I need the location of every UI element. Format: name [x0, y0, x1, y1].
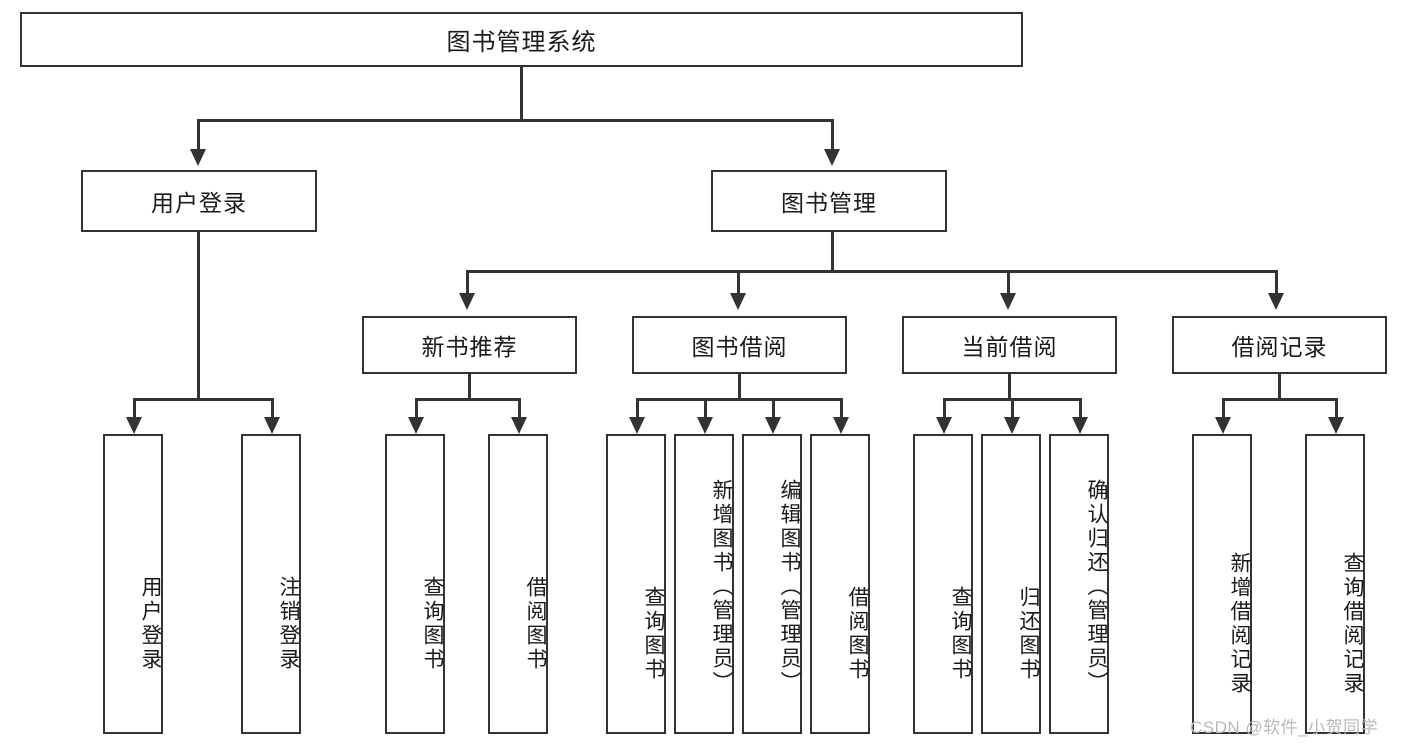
leaf-current-borrow-query-book[interactable]: 查询图书	[913, 434, 973, 734]
edge-book-borrow-bus	[636, 398, 842, 401]
arrow-user-login-to-leaf-1	[126, 417, 142, 434]
node-new-book-recommend[interactable]: 新书推荐	[362, 316, 577, 374]
arrow-new-book-to-leaf-2	[511, 417, 527, 434]
node-label: 注销登录	[277, 576, 300, 672]
arrow-bm-to-book-borrow	[730, 293, 746, 310]
edge-bm-to-book-borrow	[737, 270, 740, 296]
edge-bm-to-new-book	[466, 270, 469, 296]
node-book-management[interactable]: 图书管理	[711, 170, 947, 232]
edge-book-borrow-to-leaf-2	[704, 398, 707, 420]
leaf-user-login-logout[interactable]: 注销登录	[241, 434, 301, 734]
arrow-borrow-record-to-leaf-2	[1328, 417, 1344, 434]
node-label: 查询图书	[949, 586, 972, 682]
arrow-new-book-to-leaf-1	[408, 417, 424, 434]
arrow-root-to-user-login	[190, 149, 206, 166]
node-label: 确认归还（管理员）	[1085, 479, 1108, 695]
arrow-user-login-to-leaf-2	[264, 417, 280, 434]
node-book-borrow[interactable]: 图书借阅	[632, 316, 847, 374]
edge-current-borrow-to-leaf-2	[1011, 398, 1014, 420]
node-label: 编辑图书（管理员）	[778, 479, 801, 695]
edge-book-management-stem	[831, 232, 834, 272]
node-label: 借阅图书	[524, 576, 547, 672]
node-borrow-record[interactable]: 借阅记录	[1172, 316, 1387, 374]
leaf-book-borrow-borrow-book[interactable]: 借阅图书	[810, 434, 870, 734]
arrow-book-borrow-to-leaf-4	[833, 417, 849, 434]
leaf-book-borrow-query-book[interactable]: 查询图书	[606, 434, 666, 734]
edge-borrow-record-bus	[1222, 398, 1338, 401]
edge-user-login-stem	[197, 232, 200, 400]
edge-book-borrow-stem	[738, 374, 741, 400]
node-label: 新增图书（管理员）	[710, 479, 733, 695]
edge-root-bus	[197, 119, 834, 122]
node-label: 查询借阅记录	[1341, 552, 1364, 696]
edge-book-management-bus	[466, 270, 1278, 273]
arrow-book-borrow-to-leaf-2	[697, 417, 713, 434]
node-label: 归还图书	[1017, 586, 1040, 682]
node-label: 查询图书	[642, 586, 665, 682]
arrow-bm-to-borrow-record	[1268, 293, 1284, 310]
node-label: 图书管理系统	[446, 29, 597, 56]
edge-bm-to-current-borrow	[1007, 270, 1010, 296]
edge-bm-to-borrow-record	[1275, 270, 1278, 296]
node-label: 借阅图书	[846, 586, 869, 682]
csdn-watermark: CSDN @软件_小贺同学	[1190, 718, 1379, 737]
leaf-new-book-query-book[interactable]: 查询图书	[385, 434, 445, 734]
node-label: 新书推荐	[421, 334, 518, 360]
edge-book-borrow-to-leaf-4	[840, 398, 843, 420]
edge-current-borrow-stem	[1008, 374, 1011, 400]
leaf-user-login-login[interactable]: 用户登录	[103, 434, 163, 734]
edge-new-book-bus	[415, 398, 521, 401]
node-user-login[interactable]: 用户登录	[81, 170, 317, 232]
edge-book-borrow-to-leaf-1	[636, 398, 639, 420]
node-label: 用户登录	[151, 190, 247, 216]
leaf-book-borrow-add-book-admin[interactable]: 新增图书（管理员）	[674, 434, 734, 734]
node-root-book-management-system[interactable]: 图书管理系统	[20, 12, 1023, 67]
node-current-borrow[interactable]: 当前借阅	[902, 316, 1117, 374]
arrow-borrow-record-to-leaf-1	[1215, 417, 1231, 434]
node-label: 用户登录	[139, 576, 162, 672]
node-label: 新增借阅记录	[1228, 552, 1251, 696]
node-label: 查询图书	[421, 576, 444, 672]
edge-root-to-book-management	[831, 119, 834, 151]
arrow-bm-to-new-book	[459, 293, 475, 310]
edge-root-stem	[520, 67, 523, 121]
edge-user-login-to-leaf-1	[133, 398, 136, 420]
leaf-borrow-record-add-record[interactable]: 新增借阅记录	[1192, 434, 1252, 734]
arrow-root-to-book-management	[824, 149, 840, 166]
node-label: 借阅记录	[1231, 334, 1328, 360]
edge-new-book-to-leaf-2	[518, 398, 521, 420]
edge-borrow-record-to-leaf-1	[1222, 398, 1225, 420]
arrow-book-borrow-to-leaf-1	[629, 417, 645, 434]
edge-user-login-bus	[133, 398, 273, 401]
arrow-current-borrow-to-leaf-2	[1004, 417, 1020, 434]
edge-book-borrow-to-leaf-3	[772, 398, 775, 420]
node-label: 图书借阅	[691, 334, 788, 360]
arrow-bm-to-current-borrow	[1000, 293, 1016, 310]
leaf-new-book-borrow-book[interactable]: 借阅图书	[488, 434, 548, 734]
node-label: 图书管理	[781, 190, 877, 216]
edge-new-book-to-leaf-1	[415, 398, 418, 420]
leaf-borrow-record-query-record[interactable]: 查询借阅记录	[1305, 434, 1365, 734]
edge-borrow-record-stem	[1278, 374, 1281, 400]
leaf-book-borrow-edit-book-admin[interactable]: 编辑图书（管理员）	[742, 434, 802, 734]
edge-borrow-record-to-leaf-2	[1335, 398, 1338, 420]
arrow-current-borrow-to-leaf-1	[936, 417, 952, 434]
arrow-book-borrow-to-leaf-3	[765, 417, 781, 434]
leaf-current-borrow-confirm-return-admin[interactable]: 确认归还（管理员）	[1049, 434, 1109, 734]
node-label: 当前借阅	[961, 334, 1058, 360]
edge-root-to-user-login	[197, 119, 200, 151]
edge-current-borrow-to-leaf-3	[1079, 398, 1082, 420]
leaf-current-borrow-return-book[interactable]: 归还图书	[981, 434, 1041, 734]
edge-new-book-stem	[468, 374, 471, 400]
arrow-current-borrow-to-leaf-3	[1072, 417, 1088, 434]
edge-user-login-to-leaf-2	[271, 398, 274, 420]
edge-current-borrow-to-leaf-1	[943, 398, 946, 420]
